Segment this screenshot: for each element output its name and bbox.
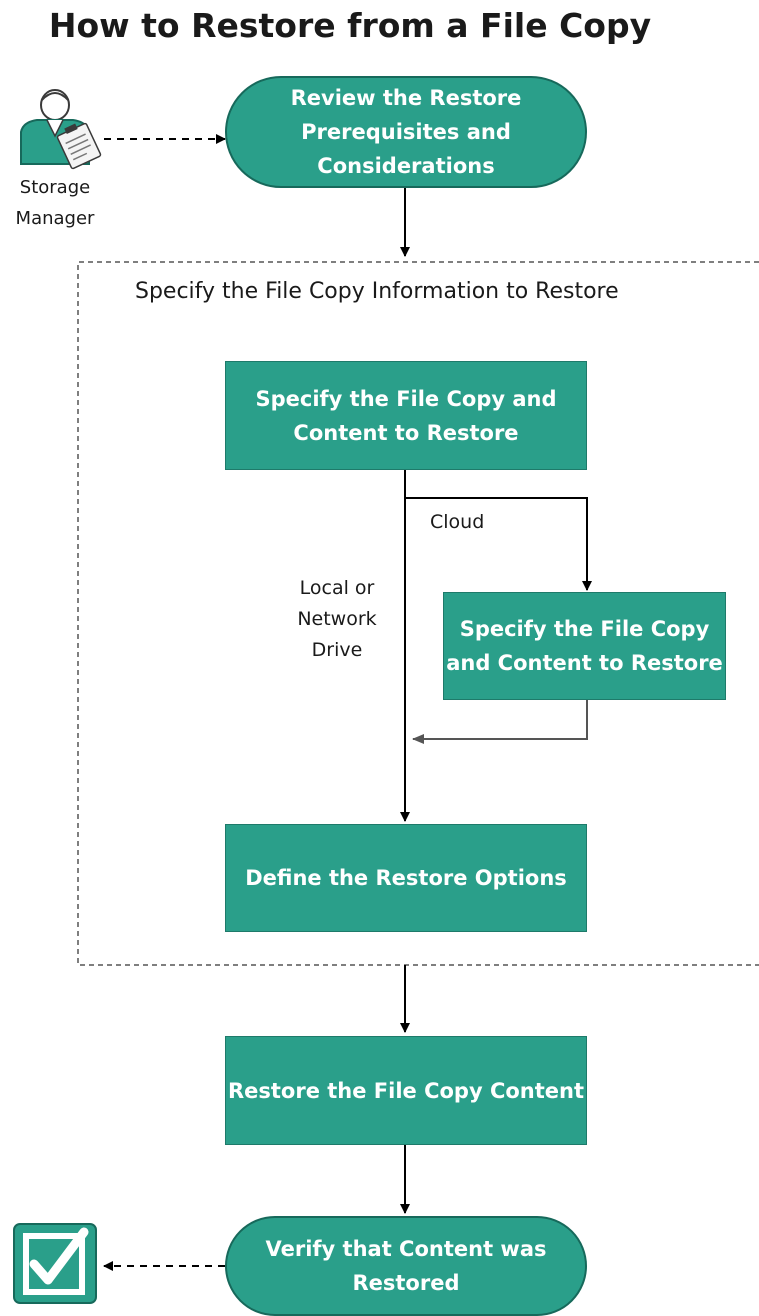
user-with-clipboard-icon: [13, 88, 105, 170]
actor-label: Storage Manager: [0, 172, 110, 234]
node-line: Restore the File Copy Content: [227, 1078, 585, 1103]
node-line: Considerations: [317, 154, 495, 178]
actor-label-line2: Manager: [15, 208, 95, 229]
cloud-branch-arrow: [405, 497, 592, 591]
local-network-edge-label: Local or Network Drive: [280, 573, 394, 666]
node-line: Content to Restore: [293, 420, 519, 445]
page-title: How to Restore from a File Copy: [48, 6, 652, 45]
edge-label-line: Drive: [311, 639, 363, 661]
specify-file-copy-node: Specify the File Copy and Content to Res…: [225, 361, 587, 470]
checkbox-checked-icon: [12, 1222, 98, 1305]
edge-label-line: Network: [297, 608, 377, 630]
review-prerequisites-node: Review the Restore Prerequisites and Con…: [225, 76, 587, 188]
node-line: Verify that Content was: [265, 1237, 547, 1261]
node-line: Prerequisites and: [301, 120, 511, 144]
define-restore-options-node: Define the Restore Options: [225, 824, 587, 932]
verify-restored-node: Verify that Content was Restored: [225, 1216, 587, 1316]
node-line: Restored: [352, 1271, 460, 1295]
actor-label-line1: Storage: [19, 177, 91, 198]
cloud-edge-label: Cloud: [430, 511, 485, 533]
node-line: Specify the File Copy and: [255, 386, 557, 411]
node-line: Specify the File Copy: [459, 617, 710, 641]
node-line: and Content to Restore: [446, 651, 723, 675]
specify-cloud-file-copy-node: Specify the File Copy and Content to Res…: [443, 592, 726, 700]
edge-label-line: Local or: [299, 577, 375, 599]
cloud-return-arrow: [412, 700, 588, 744]
node-line: Review the Restore: [290, 86, 522, 110]
section-title: Specify the File Copy Information to Res…: [135, 279, 619, 304]
restore-content-node: Restore the File Copy Content: [225, 1036, 587, 1145]
node-line: Define the Restore Options: [245, 866, 567, 890]
